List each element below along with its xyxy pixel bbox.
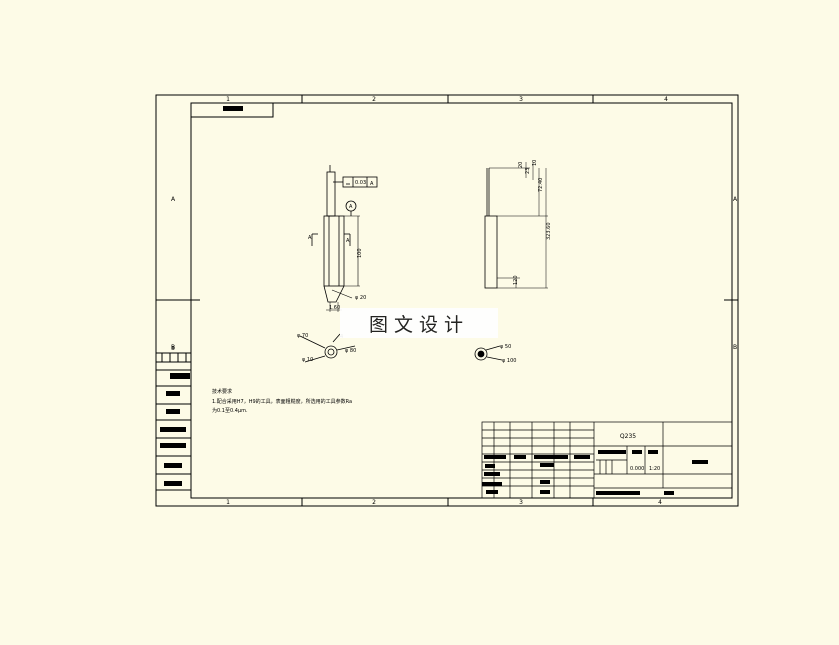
side-dim-top-3: 10 <box>532 160 538 166</box>
zone-right-b: B <box>733 344 737 351</box>
side-dim-top-1: 20 <box>518 162 524 168</box>
zone-bottom-3: 3 <box>519 499 523 506</box>
detail-b-view <box>474 345 503 361</box>
redacted-block <box>166 409 180 414</box>
redacted-block <box>482 482 502 486</box>
zone-right-a: A <box>733 196 738 203</box>
redacted-block <box>484 472 500 476</box>
redacted-block <box>596 491 640 495</box>
front-angle-dim: φ 20 <box>355 295 366 301</box>
corner-label-box <box>190 102 274 118</box>
redacted-block <box>170 373 190 379</box>
flatness-tolerance: 0.03 <box>355 180 366 186</box>
zone-bottom-4: 4 <box>658 499 662 506</box>
side-dim-mid: 72.40 <box>538 178 544 192</box>
redacted-block <box>164 463 182 468</box>
front-view <box>311 165 378 312</box>
redacted-block <box>514 455 526 459</box>
tech-req-title: 技术要求 <box>212 388 232 395</box>
section-label-right: A <box>346 238 350 244</box>
redacted-block <box>540 480 550 484</box>
redacted-block <box>692 460 708 464</box>
zone-top-3: 3 <box>519 96 523 103</box>
detail-a-d2: φ 80 <box>345 348 356 354</box>
scale-1: 0.000 <box>630 466 644 472</box>
left-panel-b: B <box>171 346 175 352</box>
detail-a-d1: φ 70 <box>297 333 308 339</box>
detail-a-d3: φ 10 <box>302 357 313 363</box>
section-label-left: A <box>308 235 312 241</box>
zone-top-2: 2 <box>372 96 376 103</box>
redacted-block <box>485 464 495 468</box>
redacted-block <box>534 455 568 459</box>
redacted-block <box>540 490 550 494</box>
side-dim-low: 120 <box>513 275 519 285</box>
front-height-dim: 100 <box>357 248 363 258</box>
side-view <box>484 162 548 289</box>
zone-top-1: 1 <box>226 96 230 103</box>
zone-bottom-1: 1 <box>226 499 230 506</box>
watermark: 图文设计 <box>340 308 498 338</box>
redacted-block <box>486 490 498 494</box>
redacted-block <box>164 481 182 486</box>
inner-frame <box>190 102 733 499</box>
detail-b-d1: φ 50 <box>500 344 511 350</box>
tech-req-line2: 为0.1至0.4μm. <box>212 407 248 414</box>
redacted-block <box>648 450 658 454</box>
corner-label-fill <box>223 106 243 111</box>
side-dim-top-2: 23 <box>525 168 531 174</box>
redacted-block <box>574 455 590 459</box>
tech-req-line1: 1.配合采用H7，H9的工具，表面粗糙度，所选用的工具参数Ra <box>212 398 352 405</box>
redacted-block <box>598 450 626 454</box>
front-bottom-dim: 1.60 <box>329 305 340 311</box>
redacted-block <box>160 427 186 432</box>
redacted-block <box>166 391 180 396</box>
redacted-block <box>664 491 674 495</box>
redacted-block <box>540 463 554 467</box>
zone-top-4: 4 <box>664 96 668 103</box>
redacted-block <box>484 455 506 459</box>
scale-2: 1:20 <box>649 466 660 472</box>
detail-b-d2: φ 100 <box>502 358 516 364</box>
redacted-block <box>632 450 642 454</box>
zone-left-b: B <box>171 344 175 351</box>
material-label: Q235 <box>620 433 636 440</box>
zone-bottom-2: 2 <box>372 499 376 506</box>
zone-left-a: A <box>171 196 176 203</box>
datum-label: A <box>349 204 353 210</box>
redacted-block <box>160 443 186 448</box>
side-dim-total: 323.60 <box>546 223 552 241</box>
outer-frame <box>155 94 739 507</box>
detail-a-view <box>299 333 356 363</box>
flatness-datum: A <box>370 181 374 187</box>
